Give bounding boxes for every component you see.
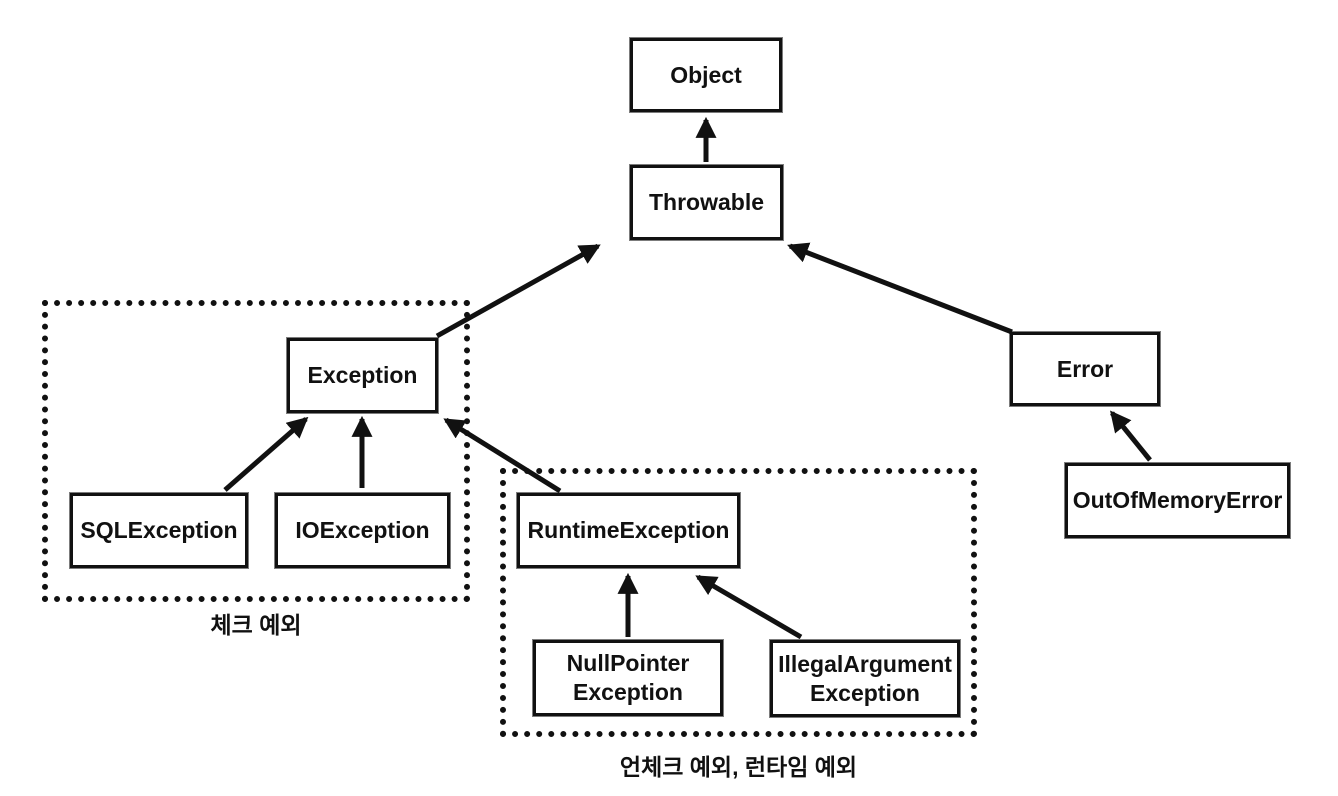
node-runtimeexception-label: RuntimeException [527, 517, 730, 544]
node-outofmemoryerror-label: OutOfMemoryError [1072, 487, 1283, 514]
node-throwable: Throwable [630, 165, 783, 240]
checked-exceptions-group-label: 체크 예외 [210, 612, 302, 638]
node-nullpointerexception: NullPointer Exception [533, 640, 723, 716]
edge-error-to-throwable [787, 242, 1013, 335]
node-error-label: Error [1056, 355, 1114, 382]
node-sqlexception-label: SQLException [80, 517, 238, 544]
node-error: Error [1010, 332, 1160, 406]
node-exception: Exception [287, 338, 438, 413]
node-exception-label: Exception [307, 362, 418, 389]
edge-outofmemory-to-error [1110, 410, 1152, 462]
unchecked-exceptions-group-box [500, 468, 977, 737]
node-throwable-label: Throwable [648, 189, 764, 216]
node-illegalargumentexception: IllegalArgument Exception [770, 640, 960, 717]
node-object-label: Object [670, 61, 742, 88]
node-nullpointerexception-label-line2: Exception [573, 679, 683, 705]
node-sqlexception: SQLException [70, 493, 248, 568]
node-runtimeexception: RuntimeException [517, 493, 740, 568]
node-ioexception-label: IOException [295, 517, 430, 544]
node-illegalargumentexception-label-line1: IllegalArgument [778, 650, 952, 677]
unchecked-exceptions-group-label: 언체크 예외, 런타임 예외 [619, 754, 858, 780]
node-outofmemoryerror: OutOfMemoryError [1065, 463, 1290, 538]
node-nullpointerexception-label-line1: NullPointer [566, 650, 690, 677]
node-object: Object [630, 38, 782, 112]
node-illegalargumentexception-label-line2: Exception [810, 679, 920, 706]
node-ioexception: IOException [275, 493, 450, 568]
